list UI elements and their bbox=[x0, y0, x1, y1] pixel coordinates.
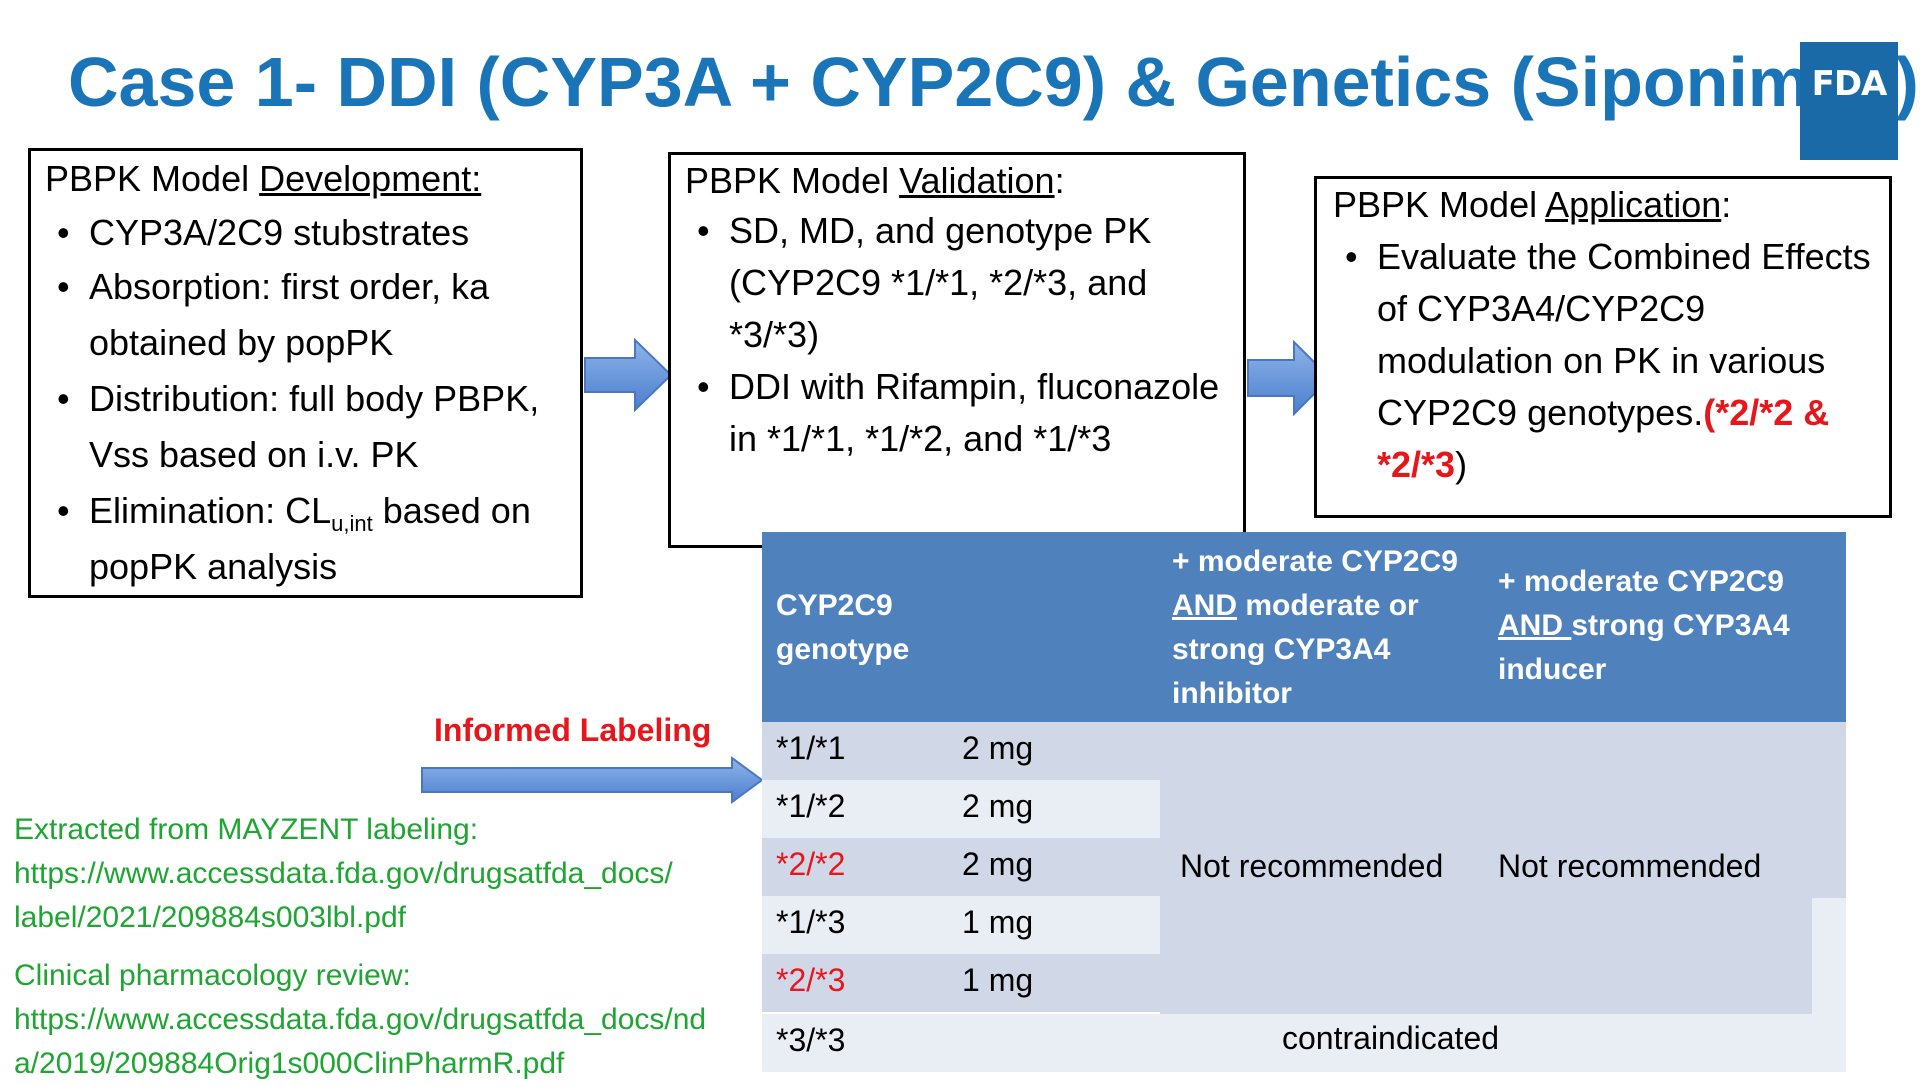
not-recommended-region bbox=[1160, 898, 1812, 1014]
table-cell-blank bbox=[1812, 898, 1846, 1014]
genotype-cell: *2/*3 bbox=[776, 962, 846, 998]
genotype-cell: *2/*2 bbox=[776, 846, 846, 882]
page-title: Case 1- DDI (CYP3A + CYP2C9) & Genetics … bbox=[68, 43, 1919, 121]
elimination-prefix: Elimination: CL bbox=[89, 490, 332, 531]
validation-box: PBPK Model Validation: SD, MD, and genot… bbox=[668, 152, 1246, 548]
validation-item: DDI with Rifampin, fluconazole in *1/*1,… bbox=[685, 361, 1229, 465]
development-heading-emph: Development: bbox=[259, 158, 482, 199]
not-recommended-region bbox=[1160, 722, 1846, 898]
source-link[interactable]: https://www.accessdata.fda.gov/drugsatfd… bbox=[14, 857, 673, 934]
table-row: *3/*3 contraindicated bbox=[762, 1014, 1846, 1072]
application-item-genotypes: (*2/*2 & *2/*3 bbox=[1377, 392, 1830, 485]
table-cell-blank bbox=[1160, 780, 1162, 898]
inducer-header-suffix: strong CYP3A4 inducer bbox=[1498, 609, 1790, 686]
table-row: *2/*3 1 mg bbox=[762, 954, 1160, 1012]
fda-logo: FDA bbox=[1800, 42, 1898, 160]
application-item: Evaluate the Combined Effects of CYP3A4/… bbox=[1333, 231, 1873, 491]
development-item: Absorption: first order, ka obtained by … bbox=[45, 259, 566, 371]
application-list: Evaluate the Combined Effects of CYP3A4/… bbox=[1333, 231, 1873, 491]
validation-heading: PBPK Model Validation: bbox=[685, 159, 1229, 203]
development-heading: PBPK Model Development: bbox=[45, 157, 566, 201]
arrow-right-icon bbox=[584, 338, 673, 412]
inducer-header-and: AND bbox=[1498, 609, 1572, 642]
inhibitor-header-prefix: + moderate CYP2C9 bbox=[1172, 545, 1458, 578]
dose-cell: 2 mg bbox=[962, 846, 1034, 882]
application-heading-prefix: PBPK Model bbox=[1333, 184, 1546, 225]
application-item-text: Evaluate the Combined Effects of CYP3A4/… bbox=[1377, 236, 1871, 433]
sources: Extracted from MAYZENT labeling: https:/… bbox=[14, 808, 734, 1086]
inhibitor-header-and: AND bbox=[1172, 589, 1237, 622]
application-heading-suffix: : bbox=[1721, 184, 1732, 225]
development-box: PBPK Model Development: CYP3A/2C9 stubst… bbox=[28, 148, 583, 598]
contraindicated-cell: contraindicated bbox=[1282, 1020, 1500, 1056]
column-header-genotype: CYP2C9 genotype bbox=[776, 589, 910, 666]
development-heading-prefix: PBPK Model bbox=[45, 158, 260, 199]
elimination-suffix: based on popPK analysis bbox=[89, 490, 531, 587]
informed-labeling-label: Informed Labeling bbox=[434, 712, 712, 748]
application-box: PBPK Model Application: Evaluate the Com… bbox=[1314, 176, 1892, 518]
elimination-subscript: u,int bbox=[331, 511, 373, 537]
inducer-header-prefix: + moderate CYP2C9 bbox=[1498, 565, 1784, 598]
application-heading: PBPK Model Application: bbox=[1333, 183, 1873, 227]
source-link[interactable]: https://www.accessdata.fda.gov/drugsatfd… bbox=[14, 1003, 707, 1080]
development-list: CYP3A/2C9 stubstrates Absorption: first … bbox=[45, 207, 566, 595]
development-item-elimination: Elimination: CLu,int based on popPK anal… bbox=[45, 483, 566, 595]
table-row: *1/*3 1 mg bbox=[762, 896, 1160, 954]
genotype-cell: *3/*3 bbox=[776, 1022, 846, 1058]
arrow-right-icon bbox=[1247, 340, 1332, 416]
development-item: Distribution: full body PBPK, Vss based … bbox=[45, 371, 566, 483]
not-recommended-inhibitor: Not recommended bbox=[1180, 848, 1444, 884]
table-row: *1/*1 2 mg bbox=[762, 722, 1160, 780]
dose-cell: 1 mg bbox=[962, 904, 1034, 940]
validation-heading-prefix: PBPK Model bbox=[685, 160, 900, 201]
dose-cell: 2 mg bbox=[962, 788, 1034, 824]
genotype-cell: *1/*2 bbox=[776, 788, 846, 824]
validation-list: SD, MD, and genotype PK (CYP2C9 *1/*1, *… bbox=[685, 205, 1229, 465]
column-header-inhibitor: + moderate CYP2C9 AND moderate or strong… bbox=[1172, 540, 1472, 716]
genotype-cell: *1/*3 bbox=[776, 904, 846, 940]
arrow-right-icon bbox=[421, 756, 764, 804]
validation-item: SD, MD, and genotype PK (CYP2C9 *1/*1, *… bbox=[685, 205, 1229, 361]
not-recommended-inducer: Not recommended bbox=[1498, 848, 1762, 884]
dose-cell: 2 mg bbox=[962, 730, 1034, 766]
development-item: CYP3A/2C9 stubstrates bbox=[45, 207, 566, 259]
dose-cell: 1 mg bbox=[962, 962, 1034, 998]
source-label: Extracted from MAYZENT labeling: bbox=[14, 813, 479, 846]
table-row: *2/*2 2 mg bbox=[762, 838, 1160, 896]
application-item-end: ) bbox=[1455, 444, 1468, 485]
validation-heading-suffix: : bbox=[1054, 160, 1065, 201]
application-heading-emph: Application bbox=[1545, 184, 1722, 225]
source-label: Clinical pharmacology review: bbox=[14, 959, 411, 992]
fda-logo-text: FDA bbox=[1811, 64, 1888, 104]
column-header-inducer: + moderate CYP2C9 AND strong CYP3A4 indu… bbox=[1498, 560, 1818, 692]
table-row: *1/*2 2 mg bbox=[762, 780, 1160, 838]
inhibitor-header-suffix: moderate or strong CYP3A4 inhibitor bbox=[1172, 589, 1419, 710]
table-header bbox=[762, 532, 1846, 722]
validation-heading-emph: Validation bbox=[899, 160, 1055, 201]
genotype-cell: *1/*1 bbox=[776, 730, 846, 766]
